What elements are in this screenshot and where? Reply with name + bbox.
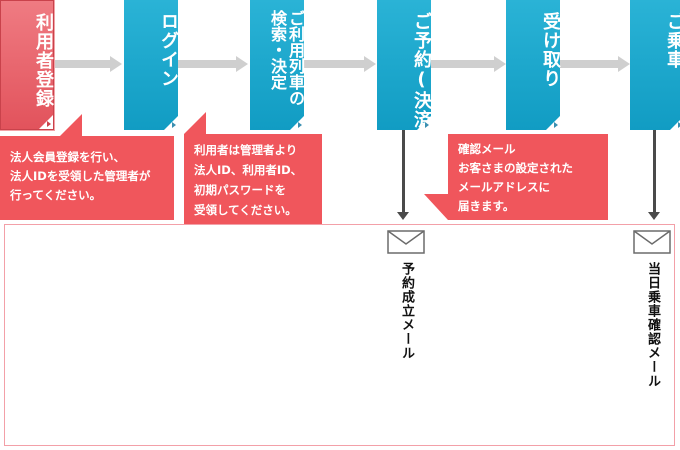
step-login[interactable]: ログイン bbox=[124, 0, 179, 130]
note-line: 確認メール bbox=[458, 142, 516, 156]
flow-arrow-5 bbox=[556, 56, 630, 72]
note-line: 届きます。 bbox=[458, 199, 515, 213]
step-registration[interactable]: 利用者登録 bbox=[0, 0, 55, 131]
corner-tab bbox=[670, 116, 680, 130]
step-label: ご利用列車の 検索・決定 bbox=[268, 10, 305, 106]
mail-panel bbox=[4, 224, 675, 446]
note-line: お客さまの設定された bbox=[458, 161, 573, 175]
down-arrow-head bbox=[648, 212, 660, 220]
corner-arrow-icon bbox=[47, 121, 51, 127]
flow-arrow-1 bbox=[54, 56, 122, 72]
note-email: 確認メール お客さまの設定された メールアドレスに 届きます。 bbox=[424, 134, 608, 220]
down-arrow-reservation bbox=[402, 130, 405, 214]
note-registration: 法人会員登録を行い、 法人IDを受領した管理者が 行ってください。 bbox=[0, 114, 174, 220]
note-line: 法人会員登録を行い、 bbox=[10, 150, 125, 164]
corner-arrow-icon bbox=[425, 122, 429, 128]
corner-arrow-icon bbox=[678, 122, 680, 128]
step-boarding[interactable]: ご乗車 bbox=[630, 0, 680, 130]
mail-label-reservation: 予約成立メール bbox=[399, 262, 414, 360]
step-search[interactable]: ご利用列車の 検索・決定 bbox=[250, 0, 305, 130]
mail-label-boarding: 当日乗車確認メール bbox=[645, 262, 660, 388]
envelope-icon bbox=[387, 230, 425, 254]
note-login: 利用者は管理者より 法人ID、利用者ID、 初期パスワードを 受領してください。 bbox=[184, 112, 322, 224]
flow-arrow-3 bbox=[302, 56, 376, 72]
down-arrow-head bbox=[397, 212, 409, 220]
step-reservation[interactable]: ご予約(決済) bbox=[377, 0, 432, 151]
note-line: 法人ID、利用者ID、 bbox=[194, 163, 303, 177]
step-pickup[interactable]: 受け取り bbox=[506, 0, 561, 130]
note-line: 法人IDを受領した管理者が bbox=[10, 169, 151, 183]
step-label: ログイン bbox=[158, 12, 179, 88]
note-line: 行ってください。 bbox=[10, 188, 102, 202]
note-line: 初期パスワードを bbox=[194, 183, 286, 197]
envelope-icon bbox=[633, 230, 671, 254]
corner-arrow-icon bbox=[298, 122, 302, 128]
step-label: 受け取り bbox=[540, 12, 561, 88]
flow-arrow-2 bbox=[178, 56, 248, 72]
step-label: 利用者登録 bbox=[33, 13, 54, 108]
flow-arrow-4 bbox=[430, 56, 506, 72]
note-line: メールアドレスに bbox=[458, 180, 550, 194]
note-line: 受領してください。 bbox=[194, 203, 297, 217]
corner-arrow-icon bbox=[554, 122, 558, 128]
note-line: 利用者は管理者より bbox=[194, 143, 298, 157]
down-arrow-boarding bbox=[653, 130, 656, 214]
corner-arrow-icon bbox=[172, 122, 176, 128]
step-label: ご乗車 bbox=[664, 12, 680, 69]
